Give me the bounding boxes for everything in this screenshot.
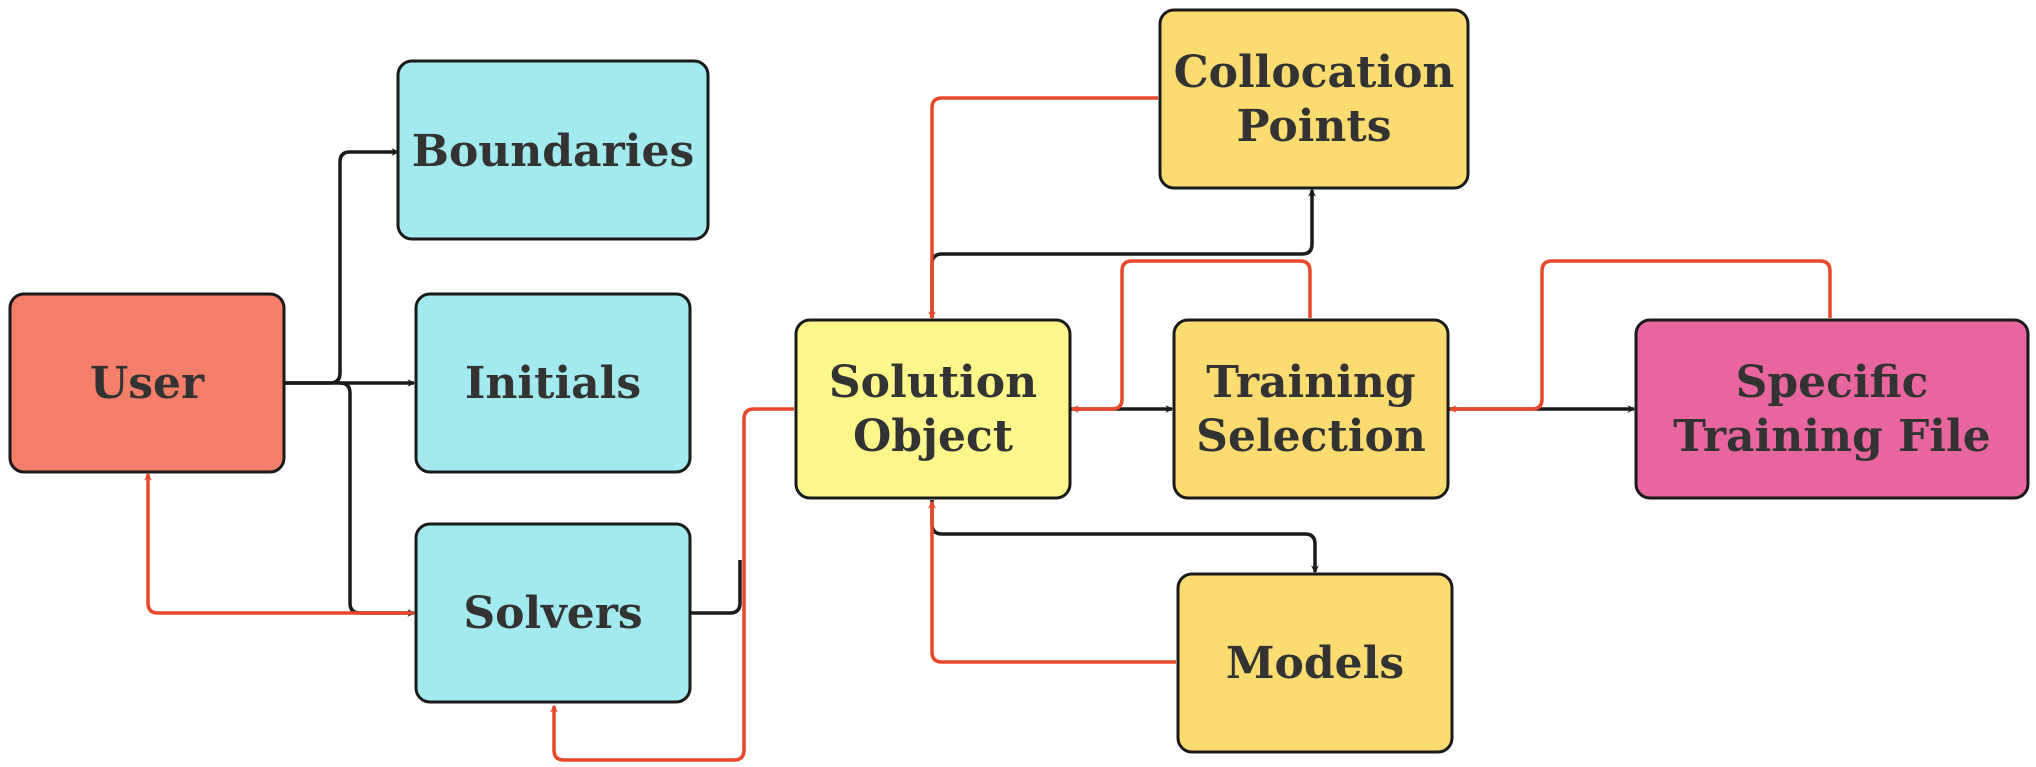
specific-training-file-box (1634, 318, 2030, 500)
specific-training-file-label-line1: Specific (1736, 357, 1929, 408)
edge-specific-file-to-training-selection (1448, 259, 1832, 413)
training-selection-label-line2: Selection (1196, 411, 1426, 462)
edge-user-to-boundaries (284, 148, 400, 385)
node-solution-object[interactable]: Solution Object (794, 318, 1072, 500)
user-box (8, 292, 286, 474)
collocation-points-box (1158, 8, 1470, 190)
node-user[interactable]: User (8, 292, 286, 474)
edge-models-to-solution-object (928, 500, 1176, 664)
edge-training-selection-to-solution-object (1070, 259, 1312, 413)
node-initials[interactable]: Initials (414, 292, 692, 474)
collocation-points-label-line2: Points (1236, 101, 1391, 152)
node-solvers[interactable]: Solvers (414, 522, 692, 704)
edge-solution-object-to-solvers (550, 407, 794, 762)
solution-object-box (794, 318, 1072, 500)
edge-collocation-points-to-solution-object (928, 96, 1158, 320)
collocation-points-label-line1: Collocation (1174, 47, 1455, 98)
specific-training-file-label-line2: Training File (1673, 411, 1990, 462)
edge-solution-object-to-models (930, 500, 1319, 574)
node-training-selection[interactable]: Training Selection (1172, 318, 1450, 500)
models-label: Models (1226, 638, 1404, 689)
edge-user-to-solvers (339, 381, 416, 617)
boundaries-box (396, 59, 710, 241)
node-models[interactable]: Models (1176, 572, 1454, 754)
user-label: User (90, 358, 205, 409)
solution-object-label-line2: Object (853, 411, 1014, 462)
boundaries-label: Boundaries (412, 126, 694, 177)
edge-solvers-to-solution-object (690, 560, 742, 615)
node-collocation-points[interactable]: Collocation Points (1158, 8, 1470, 190)
node-boundaries[interactable]: Boundaries (396, 59, 710, 241)
initials-label: Initials (465, 358, 641, 409)
node-specific-training-file[interactable]: Specific Training File (1634, 318, 2030, 500)
solution-object-label-line1: Solution (829, 357, 1037, 408)
solvers-box (414, 522, 692, 704)
models-box (1176, 572, 1454, 754)
edge-solvers-to-user (144, 472, 414, 615)
training-selection-label-line1: Training (1206, 357, 1415, 408)
training-selection-box (1172, 318, 1450, 500)
solvers-label: Solvers (463, 588, 642, 639)
initials-box (414, 292, 692, 474)
